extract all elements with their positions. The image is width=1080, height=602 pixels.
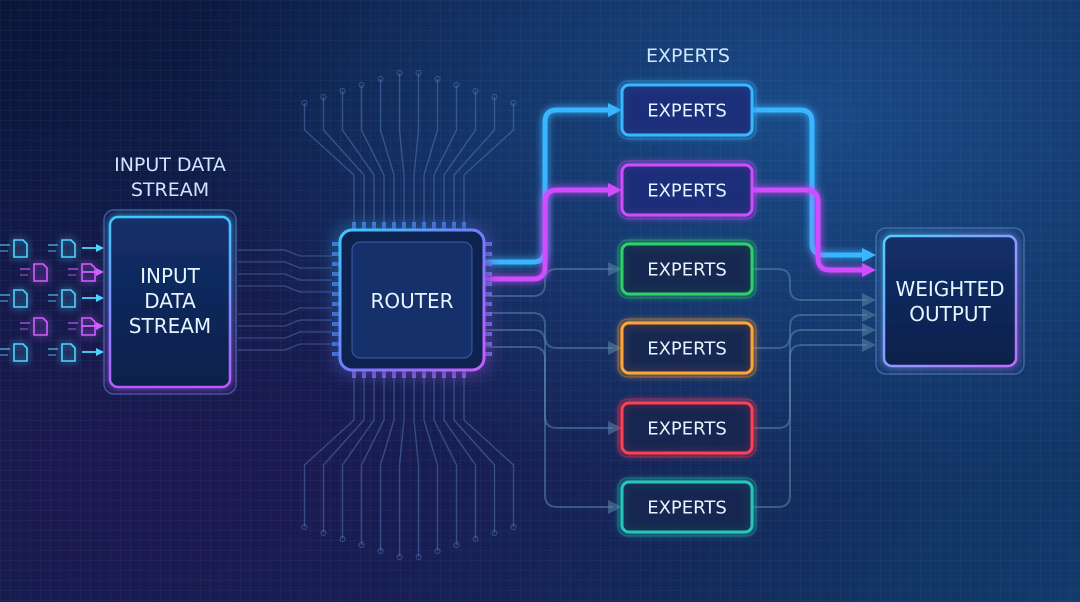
input-title-line-2: STREAM xyxy=(131,179,209,201)
output-arrowhead-6 xyxy=(862,338,876,352)
output-arrowhead-4 xyxy=(862,308,876,322)
expert-connection-paths xyxy=(483,103,876,514)
expert-box-5: EXPERTS xyxy=(617,398,757,458)
input-data-stream-node: INPUT DATA STREAM xyxy=(103,209,237,395)
expert-to-output-path-4 xyxy=(751,314,867,349)
router-node: ROUTER xyxy=(332,222,492,378)
expert-to-output-path-2 xyxy=(749,187,869,273)
expert-arrowhead-6 xyxy=(608,500,622,514)
input-file-stream xyxy=(0,239,104,362)
router-chip-pins xyxy=(332,222,492,378)
output-arrowhead-5 xyxy=(862,323,876,337)
expert-arrowhead-3 xyxy=(608,262,622,276)
expert-to-output-path-3 xyxy=(751,268,867,301)
expert-label-4: EXPERTS xyxy=(647,339,727,360)
output-line-1: WEIGHTED xyxy=(895,277,1004,301)
expert-arrowhead-4 xyxy=(608,341,622,355)
expert-to-output-path-1 xyxy=(749,107,869,258)
experts-header: EXPERTS xyxy=(646,45,730,67)
output-arrowhead-1 xyxy=(862,248,876,262)
output-arrowhead-3 xyxy=(862,293,876,307)
input-box-line-2: DATA xyxy=(144,289,196,313)
expert-to-output-path-6 xyxy=(751,344,867,508)
expert-label-6: EXPERTS xyxy=(647,498,727,519)
router-to-expert-path-2 xyxy=(483,187,615,282)
router-to-expert-path-4 xyxy=(485,312,613,349)
router-label: ROUTER xyxy=(370,289,453,313)
expert-label-5: EXPERTS xyxy=(647,419,727,440)
output-line-2: OUTPUT xyxy=(909,302,991,326)
expert-label-1: EXPERTS xyxy=(647,101,727,122)
expert-box-6: EXPERTS xyxy=(617,477,757,537)
expert-label-3: EXPERTS xyxy=(647,260,727,281)
router-circuit-traces xyxy=(301,70,517,560)
expert-arrowhead-5 xyxy=(608,421,622,435)
router-to-expert-path-3 xyxy=(485,268,613,297)
expert-box-3: EXPERTS xyxy=(617,239,757,299)
expert-label-2: EXPERTS xyxy=(647,181,727,202)
input-router-links xyxy=(238,249,332,351)
input-box-line-3: STREAM xyxy=(129,314,211,338)
output-arrowhead-2 xyxy=(862,263,876,277)
expert-arrowhead-2 xyxy=(608,183,622,197)
expert-box-1: EXPERTS xyxy=(617,80,757,140)
expert-boxes: EXPERTS EXPERTS EXPERTS EXPERTS EXPERTS EXPER… xyxy=(617,80,757,537)
input-title-line-1: INPUT DATA xyxy=(114,154,226,176)
expert-box-4: EXPERTS xyxy=(617,318,757,378)
router-to-expert-path-1 xyxy=(483,107,615,265)
weighted-output-node: WEIGHTED OUTPUT xyxy=(875,227,1025,375)
input-box-line-1: INPUT xyxy=(140,264,201,288)
expert-arrowhead-1 xyxy=(608,103,622,117)
expert-box-2: EXPERTS xyxy=(617,160,757,220)
router-to-expert-path-6 xyxy=(485,346,613,508)
